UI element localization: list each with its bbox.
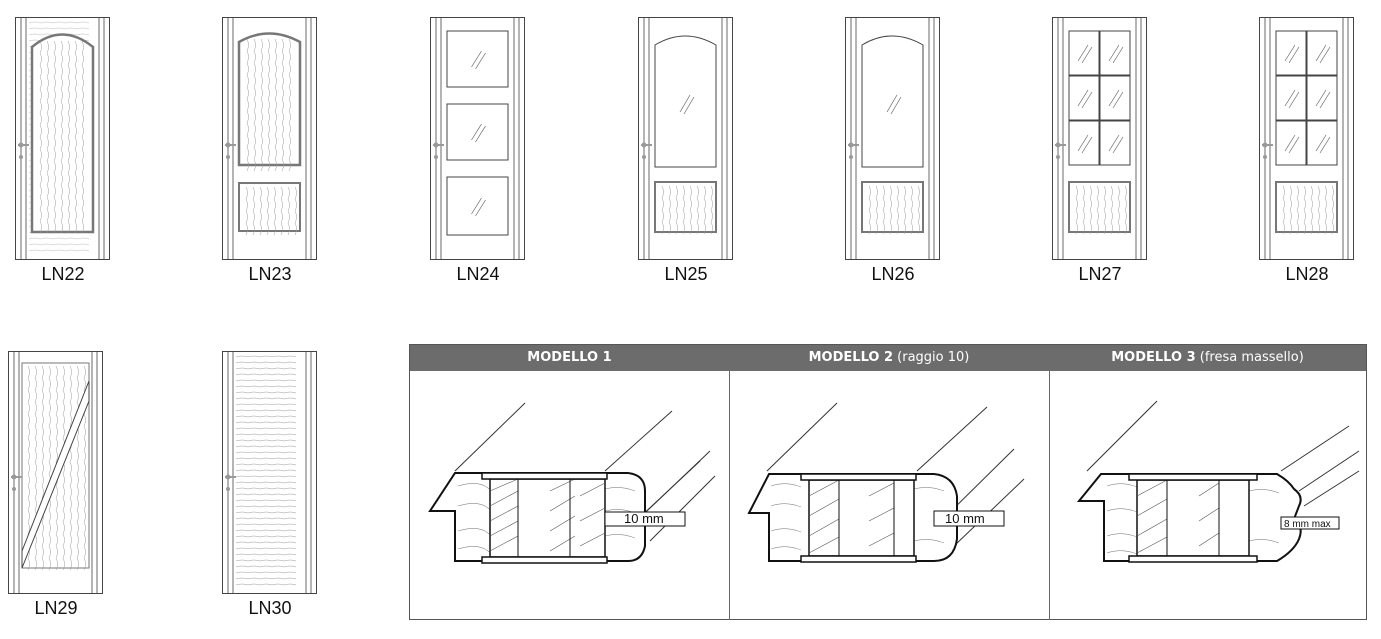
profile-subtitle-3: (fresa massello) <box>1199 350 1304 365</box>
door-label-ln28: LN28 <box>1285 264 1329 284</box>
door-label-ln24: LN24 <box>456 264 500 284</box>
profile-dimension-1: 10 mm <box>624 511 664 526</box>
door-label-ln25: LN25 <box>664 264 708 284</box>
profile-header-3: MODELLO 3 (fresa massello) <box>1049 345 1366 371</box>
profile-title-1: MODELLO 1 <box>527 350 612 365</box>
profile-subtitle-2: (raggio 10) <box>897 350 970 365</box>
door-label-ln30: LN30 <box>248 598 292 618</box>
profile-title-3: MODELLO 3 <box>1111 350 1196 365</box>
profile-header-2: MODELLO 2 (raggio 10) <box>729 345 1049 371</box>
door-label-ln22: LN22 <box>41 264 85 284</box>
door-ln28 <box>1259 17 1354 260</box>
profile-section-1: 10 mm <box>410 371 730 620</box>
profile-header-1: MODELLO 1 <box>410 345 729 371</box>
profile-section-2: 10 mm <box>729 371 1050 620</box>
profile-drawing-3: 8 mm max <box>1076 400 1360 563</box>
profile-drawing-1: 10 mm <box>428 402 716 564</box>
door-ln24 <box>430 17 525 260</box>
profile-dimension-3: 8 mm max <box>1284 519 1331 530</box>
door-label-ln26: LN26 <box>871 264 915 284</box>
door-label-ln23: LN23 <box>248 264 292 284</box>
profile-table: MODELLO 1 MODELLO 2 (raggio 10) MODELLO … <box>409 344 1367 620</box>
door-label-ln29: LN29 <box>34 598 78 618</box>
door-ln29 <box>8 351 103 594</box>
door-ln26 <box>845 17 940 260</box>
door-label-ln27: LN27 <box>1078 264 1122 284</box>
profile-title-2: MODELLO 2 <box>808 350 894 365</box>
profile-drawing-2: 10 mm <box>747 402 1025 563</box>
profile-section-3: 8 mm max <box>1049 371 1366 620</box>
door-ln30 <box>222 351 317 594</box>
door-ln25 <box>638 17 733 260</box>
door-ln23 <box>222 17 317 260</box>
door-ln27 <box>1052 17 1147 260</box>
profile-dimension-2: 10 mm <box>945 511 985 526</box>
door-ln22 <box>15 17 110 260</box>
